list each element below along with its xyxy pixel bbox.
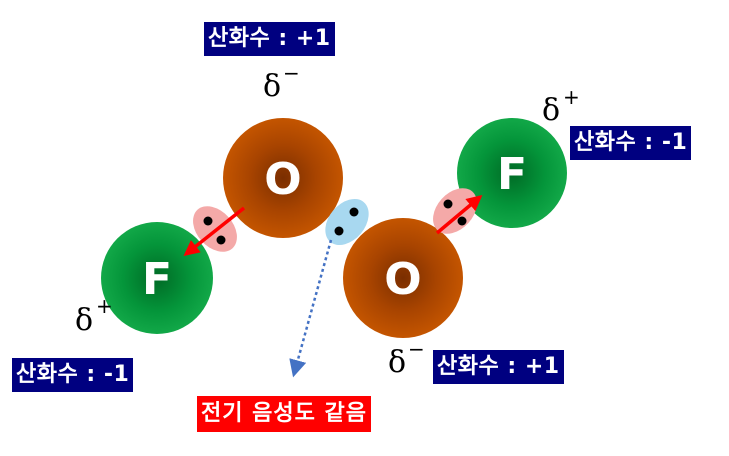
fluorine-symbol-left: F	[142, 254, 172, 305]
fluorine-symbol-right: F	[497, 149, 527, 200]
svg-text:+: +	[563, 85, 580, 109]
svg-text:δ: δ	[542, 93, 560, 128]
fluorine-atom-right: F	[457, 118, 567, 228]
oxygen-atom-left: O	[223, 118, 343, 238]
fluorine-atom-left: F	[101, 222, 213, 334]
svg-text:δ: δ	[263, 69, 281, 104]
oxygen-atom-right: O	[343, 218, 463, 338]
oxygen-symbol-left: O	[264, 154, 301, 205]
partial-charge-fluorine-right: δ +	[542, 85, 580, 128]
oxidation-label-fluorine-right: 산화수 : -1	[570, 126, 692, 160]
polarity-arrow-left	[183, 206, 246, 256]
svg-text:δ: δ	[75, 303, 93, 338]
oxidation-label-fluorine-left: 산화수 : -1	[12, 358, 134, 392]
partial-charge-oxygen-left: δ −	[263, 61, 300, 104]
partial-charge-oxygen-right: δ −	[388, 337, 425, 380]
svg-text:+: +	[96, 294, 113, 318]
dotted-pointer-arrow	[289, 239, 333, 378]
oxidation-label-oxygen-right: 산화수 : +1	[433, 350, 564, 384]
electron-pair-middle-nonpolar	[325, 198, 369, 246]
svg-text:−: −	[283, 61, 300, 85]
polarity-arrow-right	[435, 194, 483, 235]
svg-text:δ: δ	[388, 345, 406, 380]
oxygen-symbol-right: O	[384, 254, 421, 305]
svg-text:−: −	[408, 337, 425, 361]
electronegativity-note: 전기 음성도 같음	[197, 396, 371, 432]
oxidation-label-oxygen-left: 산화수 : +1	[204, 22, 335, 56]
partial-charge-fluorine-left: δ +	[75, 294, 113, 338]
